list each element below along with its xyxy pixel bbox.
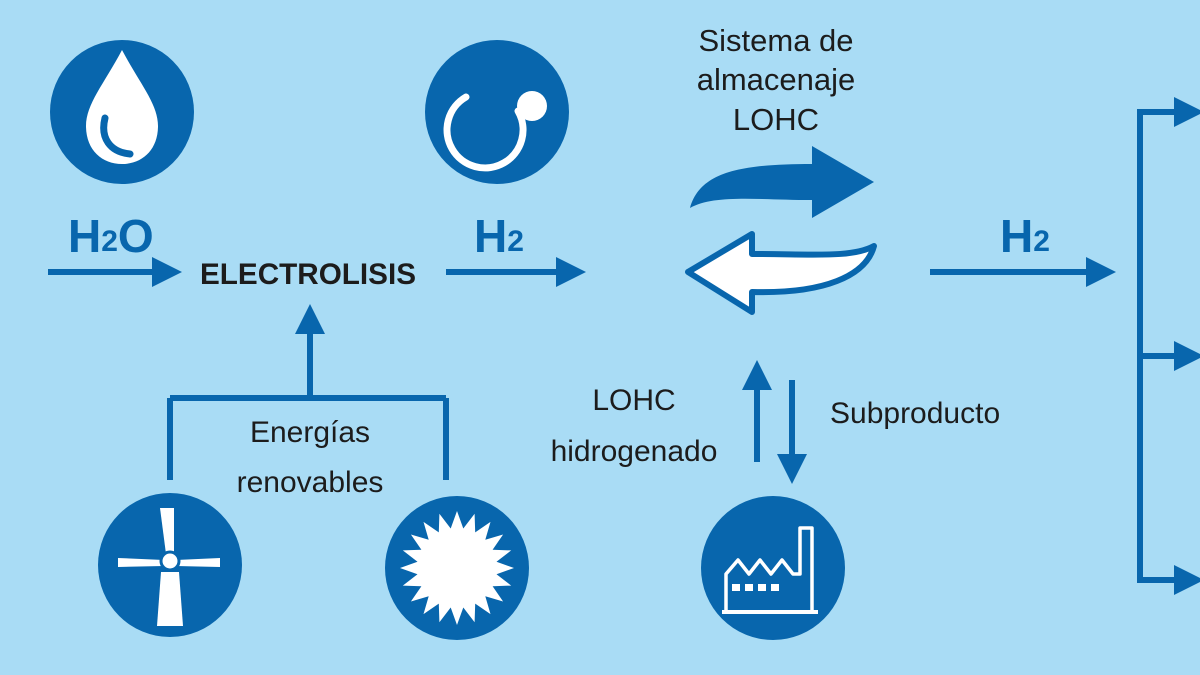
storage-line-1: Sistema de — [698, 23, 853, 58]
renewables-line-2: renovables — [237, 466, 384, 499]
renewables-line-1: Energías — [250, 416, 370, 449]
distribution-branches — [1137, 97, 1200, 595]
water-drop-icon — [50, 40, 194, 184]
sun-icon — [385, 496, 529, 640]
factory-icon — [701, 496, 845, 640]
h2-label-second: H2 — [1000, 210, 1050, 262]
lohc-hydro-line-2: hidrogenado — [551, 435, 718, 468]
electrolysis-label: ELECTROLISIS — [200, 258, 416, 291]
storage-line-2: almacenaje — [697, 62, 856, 97]
swoosh-arrow-left — [685, 231, 877, 315]
wind-turbine-icon — [98, 493, 242, 637]
h2o-label: H2O — [68, 210, 154, 262]
lohc-hydro-line-1: LOHC — [592, 384, 675, 417]
swoosh-arrow-right — [690, 146, 874, 218]
h2-label-first: H2 — [474, 210, 524, 262]
renewables-connector — [167, 304, 449, 480]
byproduct-label: Subproducto — [830, 397, 1000, 430]
hydrogen-atom-icon — [425, 40, 569, 184]
storage-line-3: LOHC — [733, 102, 819, 137]
